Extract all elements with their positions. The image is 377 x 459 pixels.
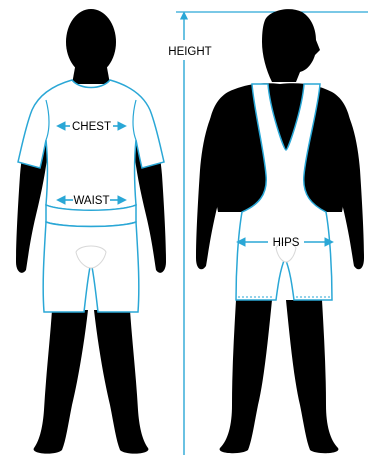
hips-label: HIPS	[273, 237, 300, 249]
front-figure: CHEST WAIST	[16, 9, 166, 454]
back-figure: HIPS	[196, 9, 364, 453]
height-label: HEIGHT	[168, 46, 211, 58]
chest-label: CHEST	[72, 121, 111, 133]
waist-label: WAIST	[74, 195, 110, 207]
